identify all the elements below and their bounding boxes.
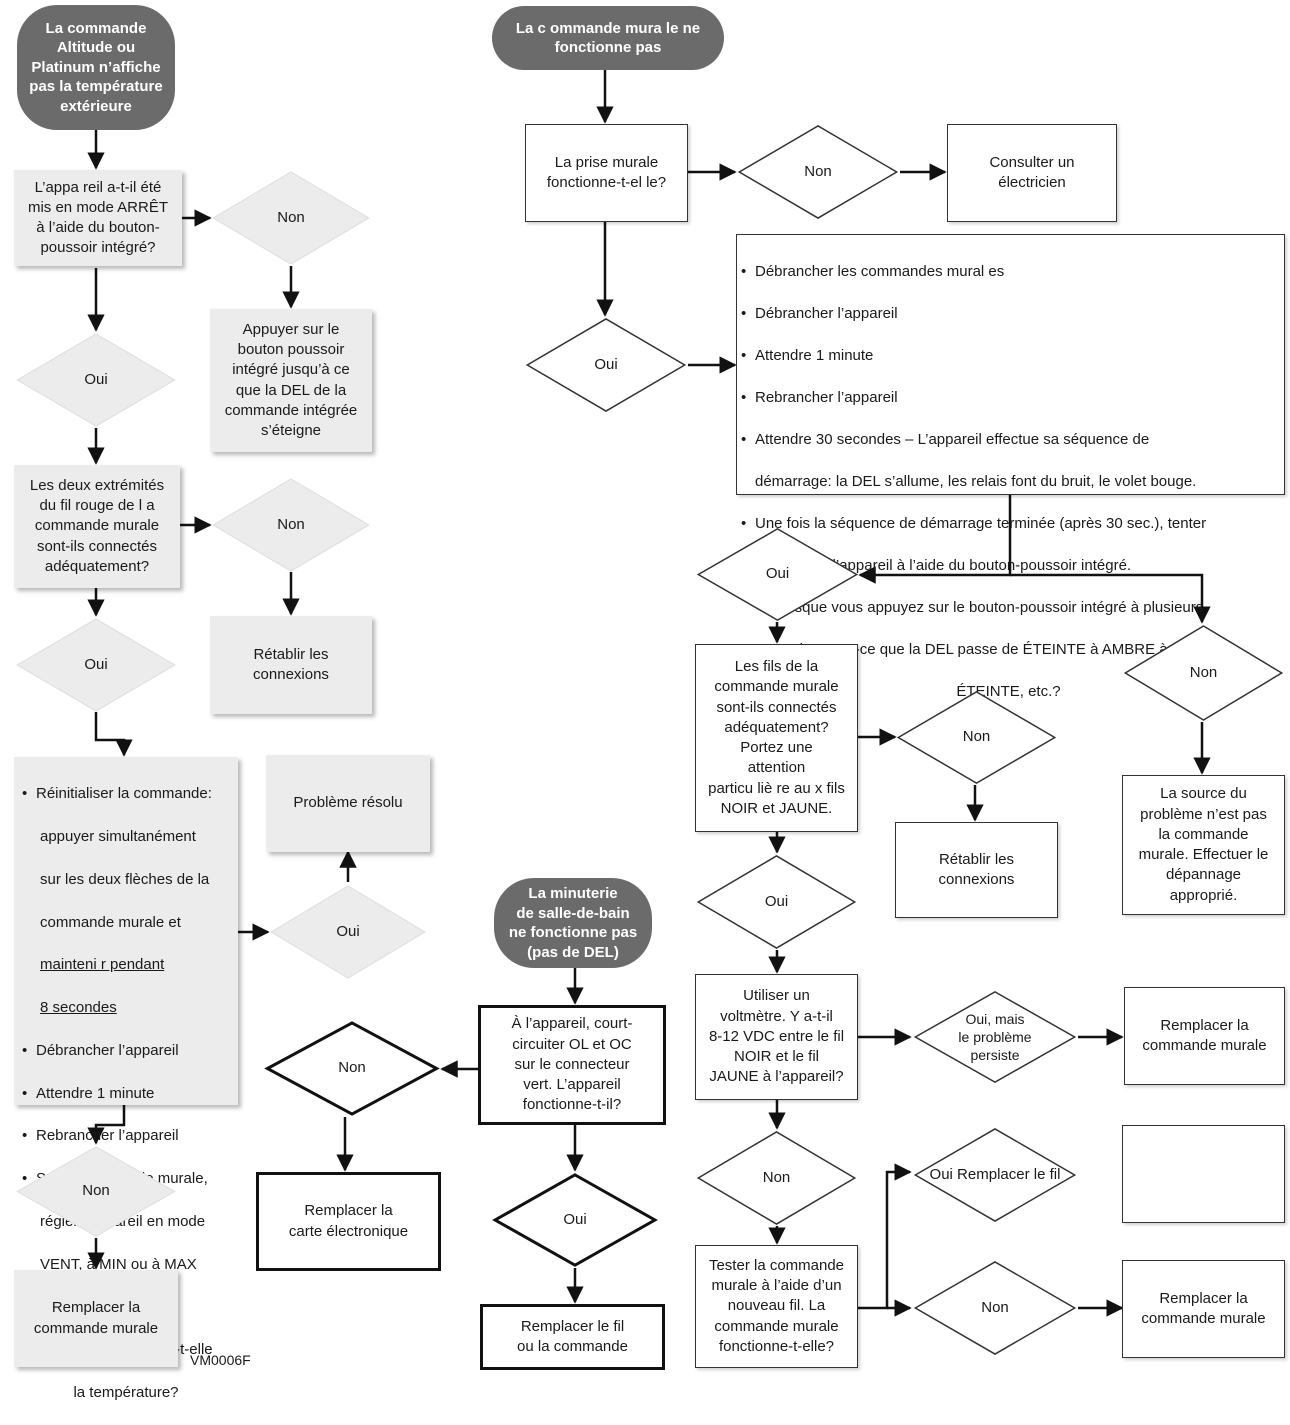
decision-no-voltage: Non — [695, 1130, 858, 1226]
reset-step: mainteni r pendant — [40, 956, 165, 974]
decision-no-temperature: Non — [14, 1145, 178, 1238]
action-restore-connections-right: Rétablir les connexions — [895, 822, 1058, 918]
start-bathroom-timer: La minuterie de salle-de-bain ne fonctio… — [494, 878, 652, 968]
reboot-step: Débrancher les commandes mural es — [741, 261, 1276, 283]
decision-yes-red-wire: Oui — [14, 617, 178, 713]
reset-step: 8 secondes — [40, 999, 117, 1016]
action-restore-connections-left: Rétablir les connexions — [210, 616, 372, 714]
reboot-step: Rebrancher l’appareil — [741, 387, 1276, 409]
reboot-step: Une fois la séquence de démarrage termin… — [741, 513, 1276, 535]
decision-yes-off-mode: Oui — [14, 332, 178, 428]
reset-step: Débrancher l’appareil — [22, 1040, 230, 1063]
question-wall-control-wires: Les fils de la commande murale sont-ils … — [695, 644, 858, 832]
question-voltmeter: Utiliser un voltmètre. Y a-t-il 8-12 VDC… — [695, 974, 858, 1100]
decision-yes-wires: Oui — [695, 854, 858, 950]
question-new-wire: Tester la commande murale à l’aide d’un … — [695, 1245, 858, 1368]
question-red-wire: Les deux extrémités du fil rouge de l a … — [14, 465, 180, 588]
action-replace-wall-control-new-wire: Remplacer la commande murale — [1122, 1260, 1285, 1358]
decision-yes-voltage: Oui, mais le problème persiste — [912, 990, 1078, 1084]
decision-yes-temperature: Oui — [268, 884, 428, 980]
empty-box — [1122, 1125, 1285, 1223]
start-altitude-platinum: La commande Altitude ou Platinum n’affic… — [17, 5, 175, 130]
problem-resolved-box: Problème résolu — [266, 755, 430, 852]
reset-step: VENT, à MIN ou à MAX — [40, 1255, 197, 1273]
decision-yes-new-wire: Oui Remplacer le fil — [912, 1127, 1078, 1223]
decision-no-led: Non — [1122, 624, 1285, 722]
reboot-step: Lorsque vous appuyez sur le bouton-pouss… — [773, 599, 1204, 617]
action-replace-wire-or-control: Remplacer le fil ou la commande — [480, 1304, 665, 1370]
question-off-mode: L’appa reil a-t-il été mis en mode ARRÊT… — [14, 170, 182, 266]
reboot-step: Débrancher l’appareil — [741, 303, 1276, 325]
action-replace-wall-control-voltage: Remplacer la commande murale — [1124, 987, 1285, 1085]
result-not-wall-control: La source du problème n’est pas la comma… — [1122, 775, 1285, 915]
decision-yes-led: Oui — [695, 527, 860, 622]
reboot-step: Attendre 1 minute — [741, 345, 1276, 367]
reboot-step: démarrage: la DEL s’allume, les relais f… — [755, 473, 1197, 491]
decision-no-wires: Non — [895, 690, 1058, 785]
decision-no-off-mode: Non — [210, 170, 372, 266]
reset-step: appuyer simultanément — [40, 828, 196, 845]
reboot-steps-box: Débrancher les commandes mural es Débran… — [736, 234, 1285, 700]
reset-step: Réinitialiser la commande: — [22, 783, 230, 806]
decision-yes-outlet: Oui — [524, 317, 688, 413]
start-wall-control: La c ommande mura le ne fonctionne pas — [492, 6, 724, 70]
decision-no-timer: Non — [262, 1020, 442, 1117]
decision-no-red-wire: Non — [210, 477, 372, 573]
action-press-push-button: Appuyer sur le bouton poussoir intégré j… — [210, 309, 372, 452]
reset-step: commande murale et — [40, 913, 181, 931]
question-outlet: La prise murale fonctionne-t-el le? — [525, 124, 688, 222]
figure-code: VM0006F — [190, 1352, 251, 1368]
reboot-step: Attendre 30 secondes – L’appareil effect… — [741, 429, 1276, 451]
reset-step: sur les deux flèches de la — [40, 870, 210, 888]
action-replace-circuit-board: Remplacer la carte électronique — [256, 1172, 441, 1271]
reset-step: la température? — [73, 1383, 179, 1401]
decision-yes-timer: Oui — [490, 1172, 660, 1268]
reset-step: Attendre 1 minute — [22, 1083, 230, 1106]
action-consult-electrician: Consulter un électricien — [947, 124, 1117, 222]
action-replace-wall-control-left: Remplacer la commande murale — [14, 1270, 178, 1367]
question-short-circuit: À l’appareil, court- circuiter OL et OC … — [478, 1005, 666, 1125]
decision-no-outlet: Non — [736, 124, 900, 220]
reset-steps-box: Réinitialiser la commande: appuyer simul… — [14, 757, 238, 1401]
decision-no-new-wire: Non — [912, 1260, 1078, 1356]
